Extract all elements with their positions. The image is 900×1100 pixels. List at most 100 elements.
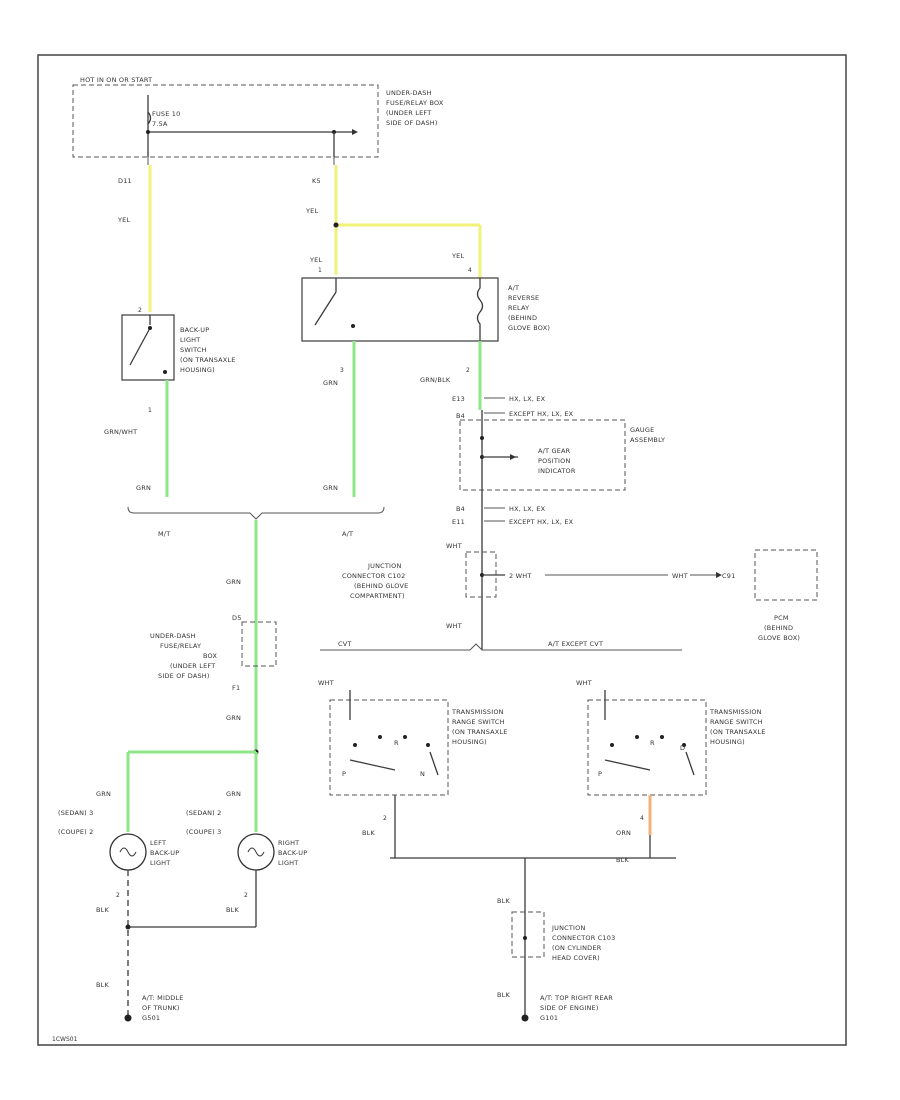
- pcm-line3: GLOVE BOX): [758, 634, 800, 642]
- at-reverse-relay-box: [301, 277, 499, 342]
- g501-line3: G501: [142, 1014, 160, 1022]
- wht-far-label: WHT: [672, 572, 688, 580]
- relay-contact: [351, 324, 355, 328]
- yel-relay-l-label: YEL: [309, 256, 322, 264]
- underdash2-line4: (UNDER LEFT: [170, 662, 215, 670]
- at-except-label: A/T EXCEPT CVT: [548, 640, 603, 648]
- sw2-blade: [604, 759, 651, 771]
- sw2-pin6: 4: [640, 815, 644, 822]
- pcm-line2: (BEHIND: [764, 624, 793, 632]
- relay-line1: A/T: [508, 284, 519, 292]
- sw1-contact-3: [403, 735, 407, 739]
- mt-at-bracket: [127, 506, 385, 520]
- sw1-pin2: 2: [383, 815, 387, 822]
- switch-blade: [129, 327, 151, 366]
- e13-label: E13: [452, 395, 465, 403]
- b4-top-label: B4: [456, 412, 465, 420]
- junction2-line4: HEAD COVER): [552, 954, 600, 962]
- g501-line1: A/T: MIDDLE: [142, 994, 184, 1002]
- sw2-p: P: [598, 770, 602, 778]
- yel-relay-r-label: YEL: [451, 252, 464, 260]
- left-lamp-filament: [119, 847, 137, 857]
- mt-label: M/T: [158, 530, 170, 538]
- underdash-box-line2: FUSE/RELAY BOX: [386, 99, 444, 107]
- relay-pin1: 1: [318, 267, 322, 274]
- right-light-line2: BACK-UP: [278, 849, 307, 857]
- blk-f-label: BLK: [497, 897, 510, 905]
- hx-bot-label: HX, LX, EX: [509, 505, 546, 513]
- sw1-p: P: [342, 770, 346, 778]
- wht-mid-label: 2 WHT: [509, 572, 532, 580]
- grn-e-label: GRN: [226, 714, 241, 722]
- grn-b-label: GRN: [323, 379, 338, 387]
- sw1-contact-4: [426, 743, 430, 747]
- junction1-line3: (BEHIND GLOVE: [354, 582, 408, 590]
- switch-pivot: [148, 326, 152, 330]
- grn-c-label: GRN: [323, 484, 338, 492]
- f1-label: F1: [232, 684, 240, 692]
- bus-arrow: [352, 129, 358, 135]
- g101-line3: G101: [540, 1014, 558, 1022]
- gauge-dot-1: [480, 436, 484, 440]
- sedan-left-label: (SEDAN) 3: [58, 809, 94, 817]
- junction2-line3: (ON CYLINDER: [552, 944, 602, 952]
- gear-ind-line2: POSITION: [538, 457, 571, 465]
- gauge-line1: GAUGE: [630, 426, 654, 434]
- switch-pin1: 1: [148, 407, 152, 414]
- underdash-box-line1: UNDER-DASH: [386, 89, 432, 97]
- gauge-line2: ASSEMBLY: [630, 436, 665, 444]
- relay-coil: [476, 278, 484, 341]
- ground-splice-dot: [125, 924, 131, 930]
- trans-sw2-line4: HOUSING): [710, 738, 745, 746]
- switch-contact: [163, 370, 167, 374]
- left-light-pin2: 2: [116, 892, 120, 899]
- gear-ind-line3: INDICATOR: [538, 467, 576, 475]
- left-light-line1: LEFT: [150, 839, 166, 847]
- underdash2-line3: BOX: [203, 652, 217, 660]
- sw1-contact-2: [378, 735, 382, 739]
- fuse-amp-label: 7.5A: [152, 120, 168, 128]
- diagram-id: 1CWS01: [52, 1036, 78, 1043]
- g501-line2: OF TRUNK): [142, 1004, 180, 1012]
- ground-g101: [521, 1014, 529, 1022]
- wht-sw2-label: WHT: [576, 679, 592, 687]
- junction1-line4: COMPARTMENT): [350, 592, 405, 600]
- c91-label: C91: [722, 572, 735, 580]
- sw2-r: R: [650, 739, 655, 747]
- fuse-symbol: [147, 111, 152, 125]
- trans-sw1-line3: (ON TRANSAXLE: [452, 728, 508, 736]
- sw1-blade: [349, 759, 396, 771]
- trans-sw2-line3: (ON TRANSAXLE: [710, 728, 766, 736]
- cvt-label: CVT: [338, 640, 352, 648]
- blk-b-label: BLK: [226, 906, 239, 914]
- blk-c-label: BLK: [96, 981, 109, 989]
- sw1-n: N: [420, 770, 425, 778]
- k5-label: K5: [312, 177, 321, 185]
- sw2-contact-3: [660, 735, 664, 739]
- sw1-contact-1: [353, 743, 357, 747]
- sw2-contact-4: [682, 743, 686, 747]
- d5-label: D5: [232, 614, 242, 622]
- underdash-fuse-box-2: [241, 621, 277, 667]
- c103-dot: [523, 936, 527, 940]
- pcm-box: [754, 549, 818, 601]
- trans-sw1-line1: TRANSMISSION: [451, 708, 504, 716]
- grn-g-label: GRN: [226, 790, 241, 798]
- grn-f-label: GRN: [96, 790, 111, 798]
- relay-line5: GLOVE BOX): [508, 324, 550, 332]
- right-light-line1: RIGHT: [278, 839, 299, 847]
- b4-bot-label: B4: [456, 505, 465, 513]
- trans-sw2-line1: TRANSMISSION: [709, 708, 762, 716]
- trans-range-switch-1: [329, 699, 449, 796]
- backup-switch-line2: LIGHT: [180, 336, 200, 344]
- underdash-box-line3: (UNDER LEFT: [386, 109, 431, 117]
- junction1-line1: JUNCTION: [367, 562, 402, 570]
- coupe-left-label: (COUPE) 2: [58, 828, 94, 836]
- except-bot-label: EXCEPT HX, LX, EX: [509, 518, 574, 526]
- backup-switch-line4: (ON TRANSAXLE: [180, 356, 236, 364]
- fuse-junction-dot: [146, 130, 150, 134]
- blk-g-label: BLK: [497, 991, 510, 999]
- right-lamp-filament: [247, 847, 265, 857]
- g101-line2: SIDE OF ENGINE): [540, 1004, 599, 1012]
- grn-d-label: GRN: [226, 578, 241, 586]
